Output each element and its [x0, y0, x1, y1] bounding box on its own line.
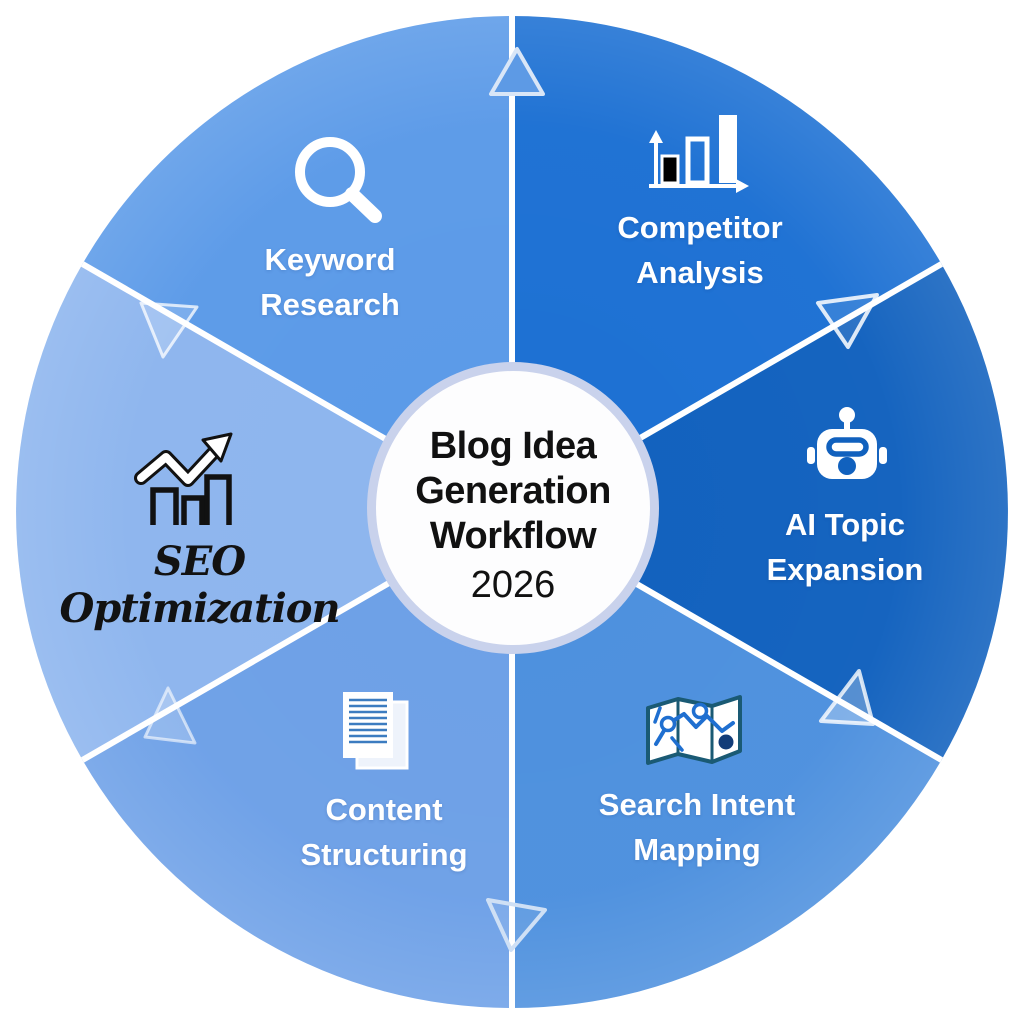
flow-arrow-lower-right-icon — [819, 669, 875, 726]
robot-icon — [807, 407, 887, 479]
flow-arrow-upper-right-icon — [816, 293, 879, 349]
pie-wedges — [16, 16, 1008, 1008]
documents-icon — [343, 692, 409, 770]
flow-arrows — [139, 47, 879, 952]
flow-arrow-lower-left-icon — [143, 686, 197, 745]
flow-arrow-bottom-icon — [486, 898, 547, 952]
growth-chart-arrow-icon — [134, 432, 233, 525]
center-circle — [376, 371, 650, 645]
flow-arrow-upper-left-icon — [139, 301, 199, 359]
bar-chart-icon — [649, 115, 749, 193]
map-route-icon — [646, 695, 742, 765]
magnifier-search-icon — [295, 137, 382, 223]
center-hub — [367, 362, 659, 654]
flow-arrow-top-icon — [489, 47, 545, 96]
